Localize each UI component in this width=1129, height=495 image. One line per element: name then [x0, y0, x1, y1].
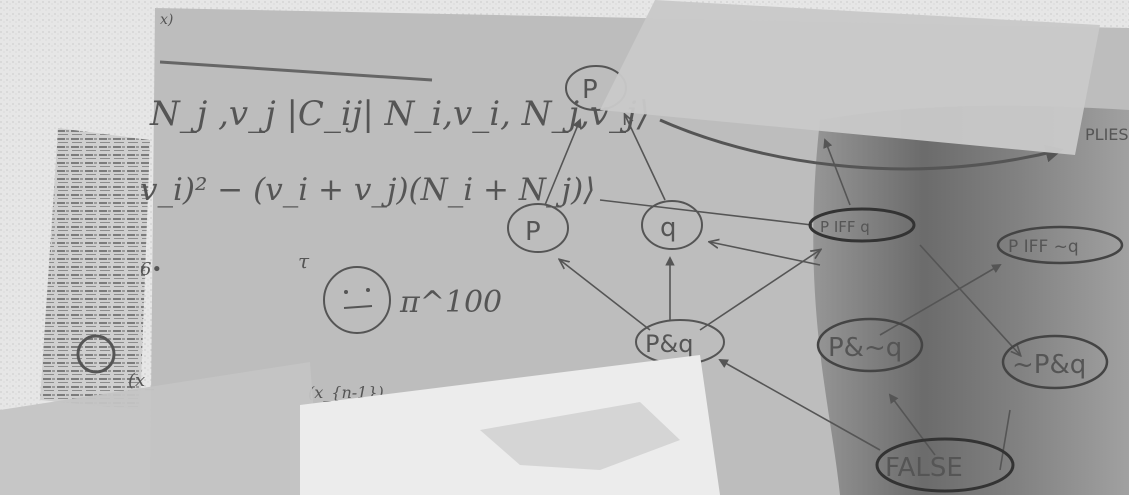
svg-text:P IFF q: P IFF q [820, 218, 870, 236]
svg-text:~P&q: ~P&q [1012, 350, 1086, 380]
pi-mark-text: π^100 [399, 285, 502, 320]
svg-text:P&~q: P&~q [828, 333, 902, 363]
left-mark-text: 6• [140, 259, 162, 280]
svg-text:P: P [525, 217, 541, 247]
newsprint-strip [40, 128, 150, 410]
svg-text:P: P [582, 75, 598, 105]
implies-fragment-text: PLIES [1085, 125, 1129, 144]
equation-line-2: v_i)² − (v_i + v_j)(N_i + N_j)⟩ [140, 172, 595, 208]
top-fragment-text: x) [160, 12, 173, 28]
equation-line-1: N_j ,v_j |C_ij| N_i,v_i, N_j,v_j⟩ [149, 94, 650, 134]
svg-text:FALSE: FALSE [885, 453, 963, 483]
svg-text:P IFF ~q: P IFF ~q [1008, 237, 1079, 257]
svg-text:P&q: P&q [645, 330, 693, 358]
svg-text:q: q [660, 213, 677, 243]
tau-mark-text: τ [298, 249, 310, 273]
